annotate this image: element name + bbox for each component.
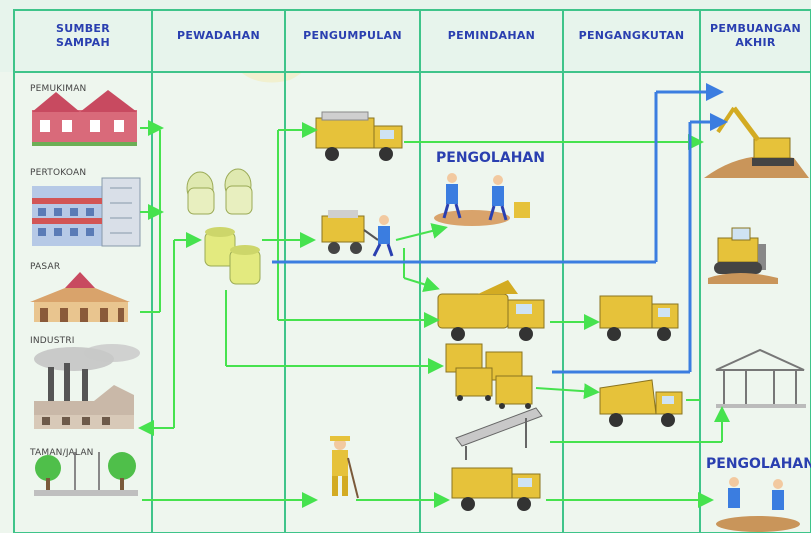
trash-bins-icon (186, 168, 261, 285)
source-label-taman-jalan: TAMAN/JALAN (30, 448, 94, 458)
column-header-pemindahan: PEMINDAHAN (420, 0, 563, 72)
workers-sorting-icon (434, 173, 530, 226)
park-trees-icon (34, 452, 138, 496)
transport-truck-icon-1 (599, 295, 679, 341)
header-line: PEWADAHAN (177, 29, 260, 42)
header-line: PENGUMPULAN (303, 29, 402, 42)
houses-icon (32, 90, 137, 146)
header-line: AKHIR (735, 36, 776, 49)
processing-label-middle: PENGOLAHAN (436, 150, 545, 166)
conveyor-icon (455, 407, 543, 460)
blue-flow-arrows (272, 83, 728, 374)
containers-icon (445, 343, 533, 409)
factory-icon (34, 344, 140, 429)
transport-truck-icon-2 (599, 379, 683, 427)
header-line: SAMPAH (56, 36, 110, 49)
column-header-pewadahan: PEWADAHAN (152, 0, 285, 72)
bulldozer-icon (708, 227, 778, 284)
header-line: PENGANGKUTAN (578, 29, 685, 42)
header-line: PEMBUANGAN (710, 22, 801, 35)
dump-truck-icon-1 (451, 467, 541, 511)
table-grid (13, 9, 811, 533)
workers-processing-icon (716, 477, 800, 532)
source-label-industri: INDUSTRI (30, 336, 75, 346)
handcart-icon (321, 210, 394, 257)
market-icon (30, 272, 130, 322)
shops-icon (32, 177, 141, 247)
column-header-pengangkutan: PENGANGKUTAN (563, 0, 700, 72)
header-line: PEMINDAHAN (447, 29, 536, 42)
header-line: SUMBER (56, 22, 110, 35)
green-flow-arrows (138, 120, 730, 508)
collection-truck-icon (315, 111, 403, 161)
compactor-truck-icon (437, 280, 545, 341)
column-header-pengumpulan: PENGUMPULAN (285, 0, 420, 72)
street-sweeper-icon (330, 436, 359, 499)
source-label-pertokoan: PERTOKOAN (30, 168, 87, 178)
processing-label-right: PENGOLAHAN (706, 456, 811, 472)
source-label-pasar: PASAR (30, 262, 61, 272)
source-label-pemukiman: PEMUKIMAN (30, 84, 87, 94)
building-frame-icon (715, 348, 806, 408)
